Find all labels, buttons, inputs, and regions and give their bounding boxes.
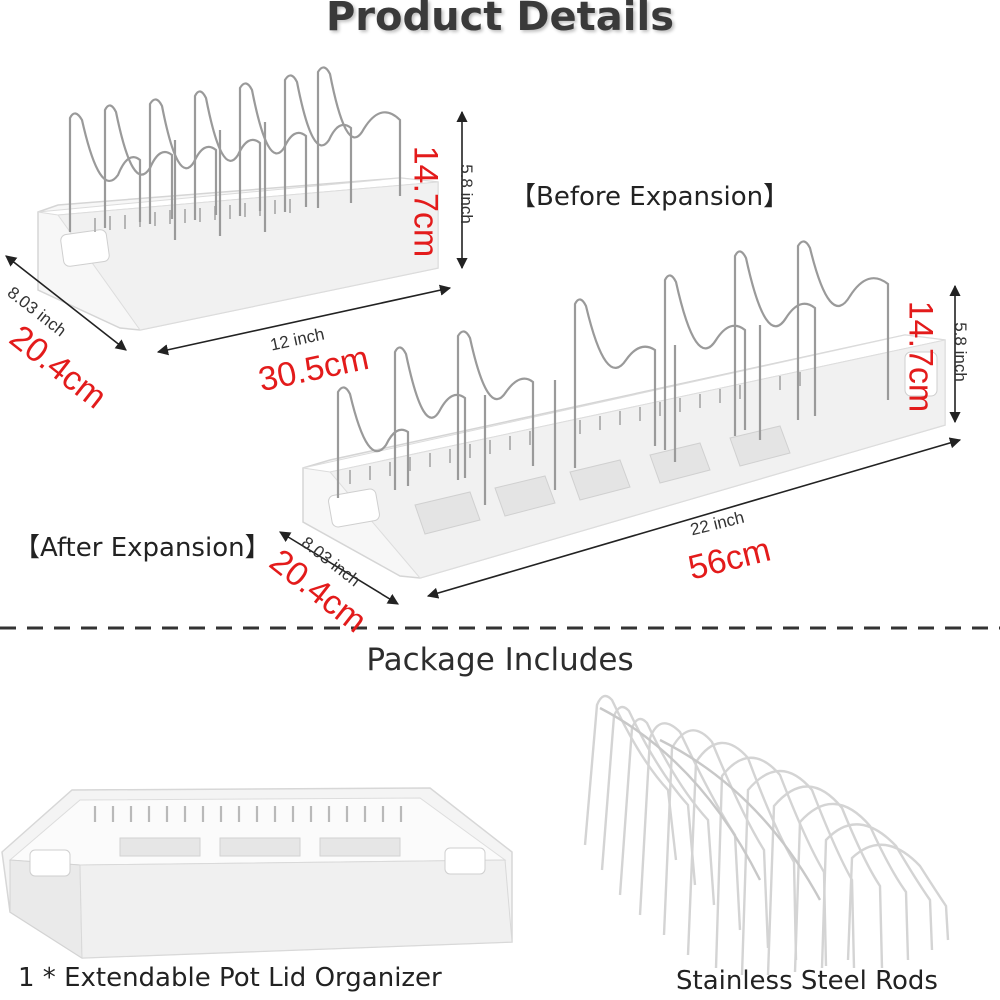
steel-rods-caption: Stainless Steel Rods xyxy=(676,966,938,996)
rack-before-image xyxy=(37,66,439,331)
before-dimension-arrows xyxy=(5,110,468,356)
after-dimension-arrows xyxy=(279,284,962,605)
package-includes-heading: Package Includes xyxy=(366,642,634,678)
after-expansion-label: 【After Expansion】 xyxy=(14,533,271,563)
rack-after-image xyxy=(302,240,946,579)
steel-rods-image xyxy=(583,694,950,976)
before-height-inch: 5.8 inch xyxy=(456,164,476,224)
organizer-tray-image xyxy=(1,787,513,959)
before-expansion-label: 【Before Expansion】 xyxy=(510,182,790,212)
organizer-caption: 1 * Extendable Pot Lid Organizer xyxy=(18,963,442,993)
after-height-cm: 14.7cm xyxy=(901,300,940,413)
after-height-inch: 5.8 inch xyxy=(950,322,970,382)
page-title: Product Details xyxy=(325,0,675,40)
before-height-cm: 14.7cm xyxy=(406,145,445,258)
